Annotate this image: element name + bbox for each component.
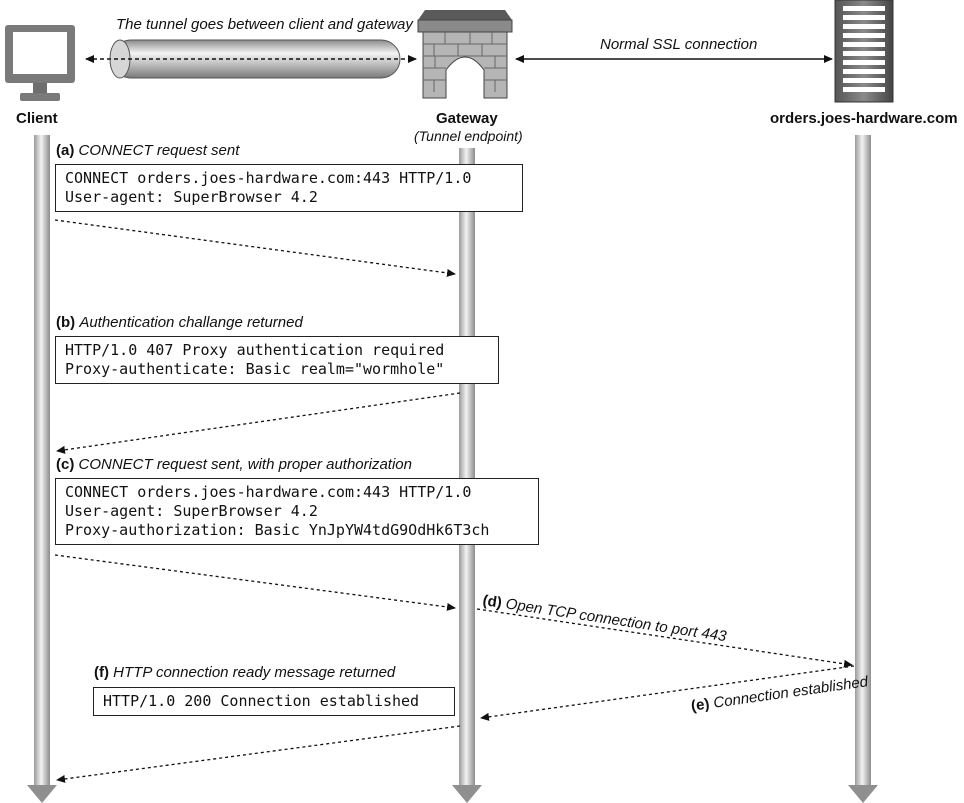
step-f-caption: (f) HTTP connection ready message return… [94,664,395,681]
step-e-letter: (e) [690,695,711,715]
message-box-a: CONNECT orders.joes-hardware.com:443 HTT… [55,164,523,212]
message-line: HTTP/1.0 200 Connection established [103,692,420,710]
arrow-e-server-to-gateway [480,665,855,721]
server-tower-icon [834,0,894,103]
message-line: CONNECT orders.joes-hardware.com:443 HTT… [65,483,472,501]
ssl-connection-label: Normal SSL connection [600,36,758,53]
actor-client-label: Client [16,110,58,127]
step-c-letter: (c) [56,456,75,473]
arrow-c-client-to-gateway [54,554,456,611]
step-f-text: HTTP connection ready message returned [113,664,396,681]
actor-server-label: orders.joes-hardware.com [770,110,958,127]
message-line: Proxy-authenticate: Basic realm="wormhol… [65,360,445,378]
client-lifeline [27,135,57,803]
brick-archway-icon [417,10,513,99]
step-a-text: CONNECT request sent [78,142,240,159]
step-b-letter: (b) [56,314,76,331]
server-lifeline [848,135,878,803]
message-line: HTTP/1.0 407 Proxy authentication requir… [65,341,445,359]
step-f-letter: (f) [94,664,109,681]
arrow-d-gateway-to-server [476,608,853,668]
step-b-caption: (b) Authentication challange returned [56,314,303,331]
arrow-b-gateway-to-client [56,392,461,454]
message-line: User-agent: SuperBrowser 4.2 [65,502,318,520]
actor-gateway-label: Gateway [436,110,498,127]
step-c-caption: (c) CONNECT request sent, with proper au… [56,456,412,473]
step-a-letter: (a) [56,142,75,159]
message-box-c: CONNECT orders.joes-hardware.com:443 HTT… [55,478,539,545]
computer-monitor-icon [5,25,75,101]
gateway-lifeline [452,148,482,803]
message-box-b: HTTP/1.0 407 Proxy authentication requir… [55,336,499,384]
message-line: Proxy-authorization: Basic YnJpYW4tdG9Od… [65,521,490,539]
arrow-f-gateway-to-client [56,725,461,783]
step-d-letter: (d) [481,592,503,612]
message-box-f: HTTP/1.0 200 Connection established [93,687,455,716]
step-b-text: Authentication challange returned [79,314,303,331]
actor-gateway-sublabel: (Tunnel endpoint) [414,128,523,144]
step-c-text: CONNECT request sent, with proper author… [78,456,412,473]
step-a-caption: (a) CONNECT request sent [56,142,239,159]
message-line: CONNECT orders.joes-hardware.com:443 HTT… [65,169,472,187]
message-line: User-agent: SuperBrowser 4.2 [65,188,318,206]
tunnel-label: The tunnel goes between client and gatew… [116,16,413,33]
arrow-a-client-to-gateway [54,219,456,277]
